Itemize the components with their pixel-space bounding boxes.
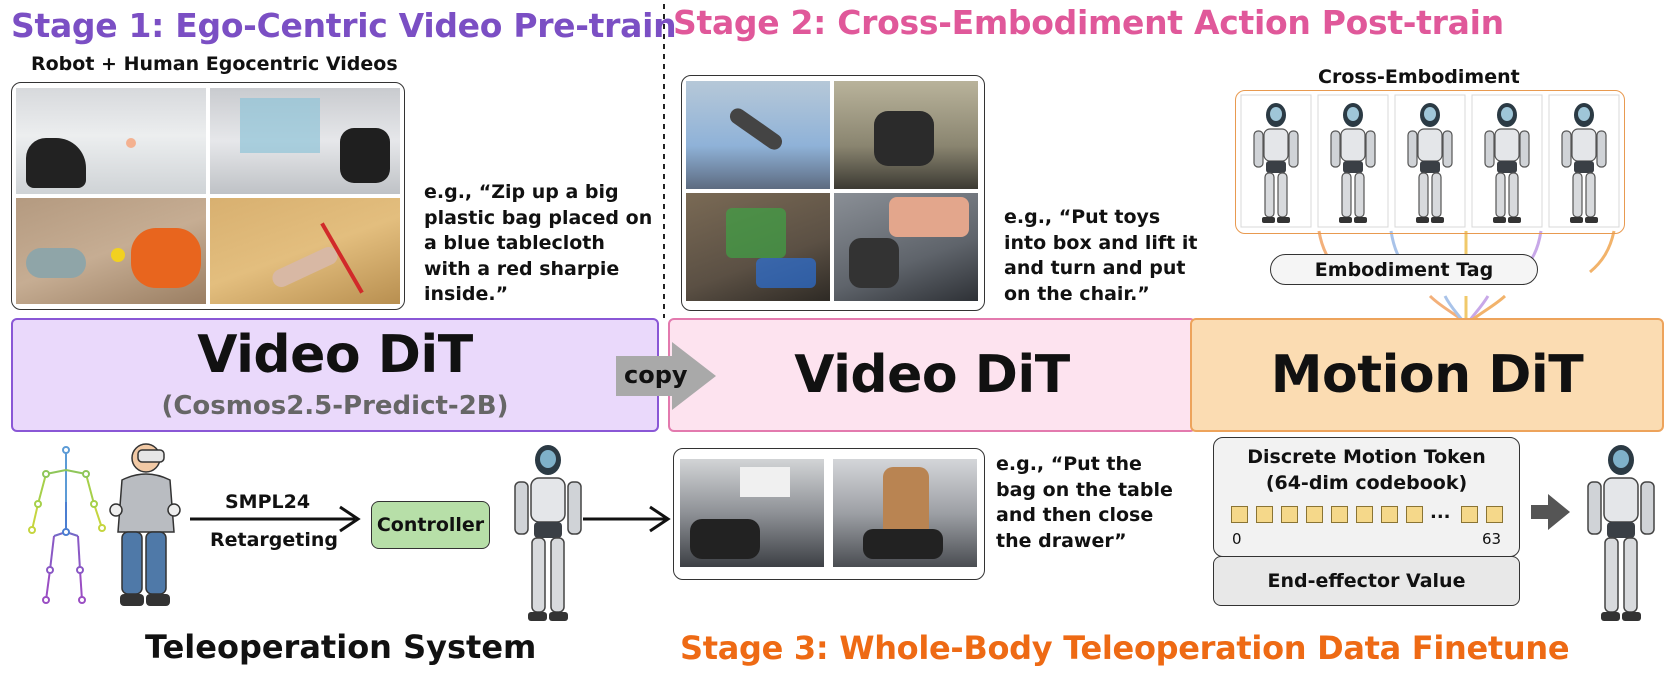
motion-token xyxy=(1406,506,1423,523)
video-dit-posttrain-name: Video DiT xyxy=(794,345,1070,405)
teleop-figures xyxy=(28,443,181,606)
robot-lineup xyxy=(1240,94,1620,228)
retargeting-label: Retargeting xyxy=(210,529,338,551)
motion-token xyxy=(1356,506,1373,523)
video-frame-balls-box xyxy=(834,193,978,301)
video-frame-human-ball xyxy=(16,198,206,304)
teleop-data-frame-group xyxy=(673,448,985,580)
teleop-system-title: Teleoperation System xyxy=(145,628,537,666)
videos-label: Robot + Human Egocentric Videos xyxy=(31,53,398,75)
video-dit-posttrain-block: Video DiT xyxy=(668,318,1196,432)
copy-arrow xyxy=(616,342,716,410)
motion-token-subtitle: (64-dim codebook) xyxy=(1265,472,1468,494)
motion-token xyxy=(1331,506,1348,523)
stage2-example-text: e.g., “Put toys into box and lift it and… xyxy=(1004,206,1198,305)
robot-to-data-arrow-head xyxy=(649,505,671,533)
motion-token xyxy=(1381,506,1398,523)
stage3-title: Stage 3: Whole-Body Teleoperation Data F… xyxy=(680,629,1570,667)
video-frame-robot-arm-1 xyxy=(686,81,830,189)
video-frame-drawer xyxy=(680,459,824,567)
output-arrow xyxy=(1531,494,1570,530)
smpl-skeleton-icon xyxy=(28,446,106,604)
stage1-title: Stage 1: Ego-Centric Video Pre-train xyxy=(11,6,677,45)
video-frame-robot-drawer xyxy=(210,88,400,194)
teleop-arrows xyxy=(190,505,671,533)
motion-token-title: Discrete Motion Token xyxy=(1247,446,1486,468)
video-dit-pretrain-block: Video DiT (Cosmos2.5-Predict-2B) xyxy=(11,318,659,432)
robot-lineup-frame xyxy=(1235,90,1625,234)
cross-embodiment-label: Cross-Embodiment xyxy=(1318,66,1520,88)
video-dit-pretrain-name: Video DiT xyxy=(197,325,473,385)
motion-token-ellipsis: ... xyxy=(1430,502,1451,523)
video-frame-robot-table xyxy=(16,88,206,194)
smpl-label: SMPL24 xyxy=(225,491,311,513)
smpl-arrow-head xyxy=(339,505,361,533)
video-frame-human-bag xyxy=(210,198,400,304)
human-operator-icon xyxy=(109,443,181,606)
motion-token xyxy=(1231,506,1248,523)
stage3-example-text: e.g., “Put the bag on the table and then… xyxy=(996,453,1173,552)
motion-token xyxy=(1461,506,1478,523)
motion-token-index-max: 63 xyxy=(1482,530,1502,548)
motion-token xyxy=(1256,506,1273,523)
humanoid-robot-teleop xyxy=(514,445,582,621)
motion-token xyxy=(1486,506,1503,523)
motion-dit-block: Motion DiT xyxy=(1190,318,1664,432)
motion-token-box: Discrete Motion Token (64-dim codebook) … xyxy=(1213,437,1520,557)
end-effector-box: End-effector Value xyxy=(1213,556,1520,606)
video-frame-bottles xyxy=(686,193,830,301)
stage1-example-text: e.g., “Zip up a big plastic bag placed o… xyxy=(424,181,653,305)
video-frame-robot-arm-2 xyxy=(834,81,978,189)
motion-token-index-min: 0 xyxy=(1232,530,1242,548)
egocentric-video-grid xyxy=(11,82,405,310)
embodiment-tag: Embodiment Tag xyxy=(1270,254,1538,285)
humanoid-robot-output xyxy=(1587,445,1655,621)
video-frame-basket xyxy=(833,459,977,567)
stage2-title: Stage 2: Cross-Embodiment Action Post-tr… xyxy=(673,3,1504,42)
controller-box: Controller xyxy=(371,501,490,549)
motion-dit-name: Motion DiT xyxy=(1270,345,1584,405)
cross-embodiment-video-grid xyxy=(681,75,985,311)
copy-label: copy xyxy=(624,361,688,389)
video-dit-pretrain-subname: (Cosmos2.5-Predict-2B) xyxy=(161,391,509,421)
motion-token xyxy=(1306,506,1323,523)
motion-token xyxy=(1281,506,1298,523)
